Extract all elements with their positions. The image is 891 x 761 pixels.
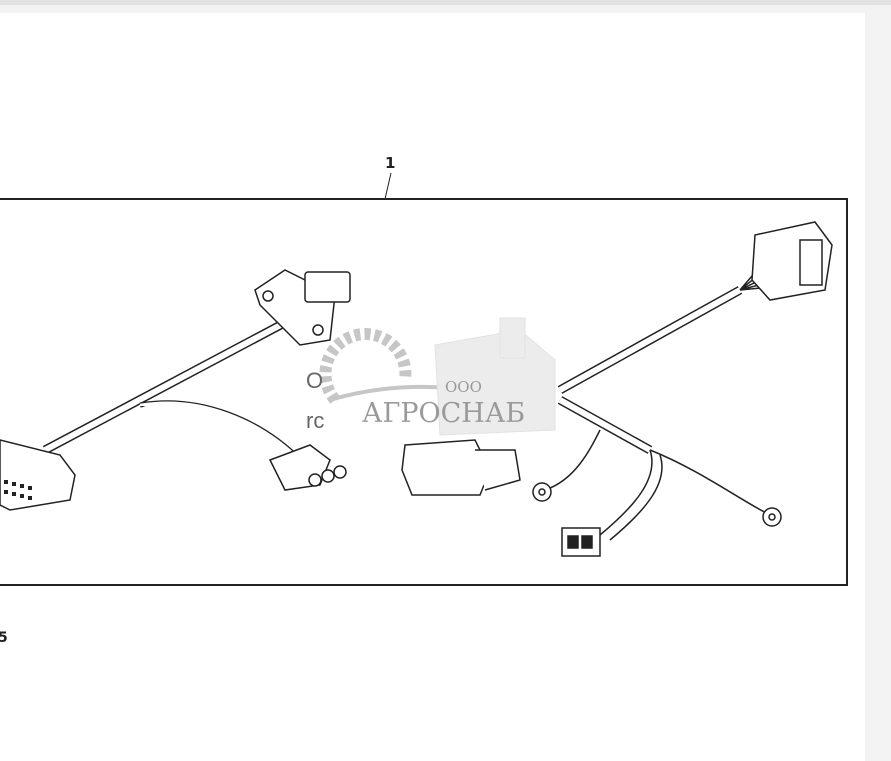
- ring-terminal-left: [532, 482, 552, 502]
- watermark-prefix: ООО: [445, 378, 482, 396]
- right-harness: [401, 221, 833, 557]
- flange-connector: [254, 269, 351, 346]
- oval-connector: [401, 439, 521, 496]
- part-callout-1: 1: [385, 154, 396, 172]
- diagram-frame: [0, 172, 848, 586]
- agrosnab-logo: [319, 317, 556, 436]
- rectangular-connector-right: [751, 221, 833, 301]
- top-bar: [0, 0, 891, 5]
- two-pin-connector: [561, 527, 601, 557]
- ring-terminal-right: [762, 507, 782, 527]
- watermark-name: АГРОСНАБ: [362, 398, 526, 429]
- text-fragment: O: [306, 368, 324, 393]
- partial-label: 5: [0, 630, 8, 646]
- left-harness: [0, 269, 351, 511]
- round-pin-connector: [268, 444, 347, 491]
- multi-pin-connector-left: [0, 439, 76, 511]
- text-fragment: rc: [306, 408, 325, 433]
